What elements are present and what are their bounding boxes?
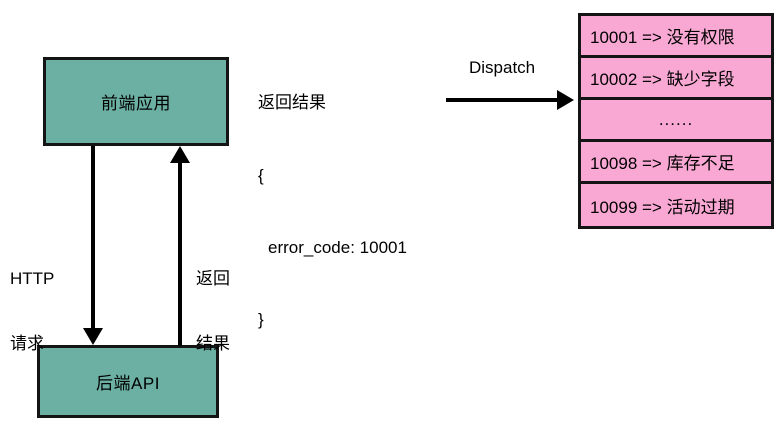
request-arrow-line [91,146,95,330]
node-backend-api-label: 后端API [96,374,160,393]
error-code-ellipsis: ...... [658,109,694,129]
dispatch-arrow-line [446,98,559,102]
error-code-entry: 10001 => 没有权限 [590,28,735,47]
payload-title: 返回结果 [258,93,326,113]
error-code-entry: 10098 => 库存不足 [590,154,735,173]
response-payload-block: 返回结果 { error_code: 10001 } [258,43,407,381]
response-arrow-line [178,163,182,346]
payload-body: error_code: 10001 [268,238,407,257]
response-arrowhead-icon [170,146,190,163]
request-edge-label-line2: 请求 [10,333,44,353]
request-edge-label-line1: HTTP [10,268,55,288]
error-code-entry: 10002 => 缺少字段 [590,70,735,89]
error-code-table: 10001 => 没有权限 10002 => 缺少字段 ...... 10098… [578,13,774,229]
response-edge-label: 返回 结果 [196,224,230,398]
dispatch-arrowhead-icon [557,90,574,110]
dispatch-edge-label: Dispatch [469,58,536,77]
table-row-ellipsis: ...... [581,100,771,142]
request-arrowhead-icon [83,328,103,345]
table-row[interactable]: 10002 => 缺少字段 [581,58,771,100]
table-row[interactable]: 10001 => 没有权限 [581,16,771,58]
node-frontend-application-label: 前端应用 [101,94,171,113]
payload-open-brace: { [258,165,264,185]
table-row[interactable]: 10099 => 活动过期 [581,184,771,226]
request-edge-label: HTTP 请求 [10,224,54,398]
payload-close-brace: } [258,310,264,330]
table-row[interactable]: 10098 => 库存不足 [581,142,771,184]
response-edge-label-line2: 结果 [196,333,230,353]
node-backend-api[interactable]: 后端API [37,345,219,418]
node-frontend-application[interactable]: 前端应用 [43,57,229,146]
response-edge-label-line1: 返回 [196,268,230,288]
error-code-entry: 10099 => 活动过期 [590,197,735,217]
